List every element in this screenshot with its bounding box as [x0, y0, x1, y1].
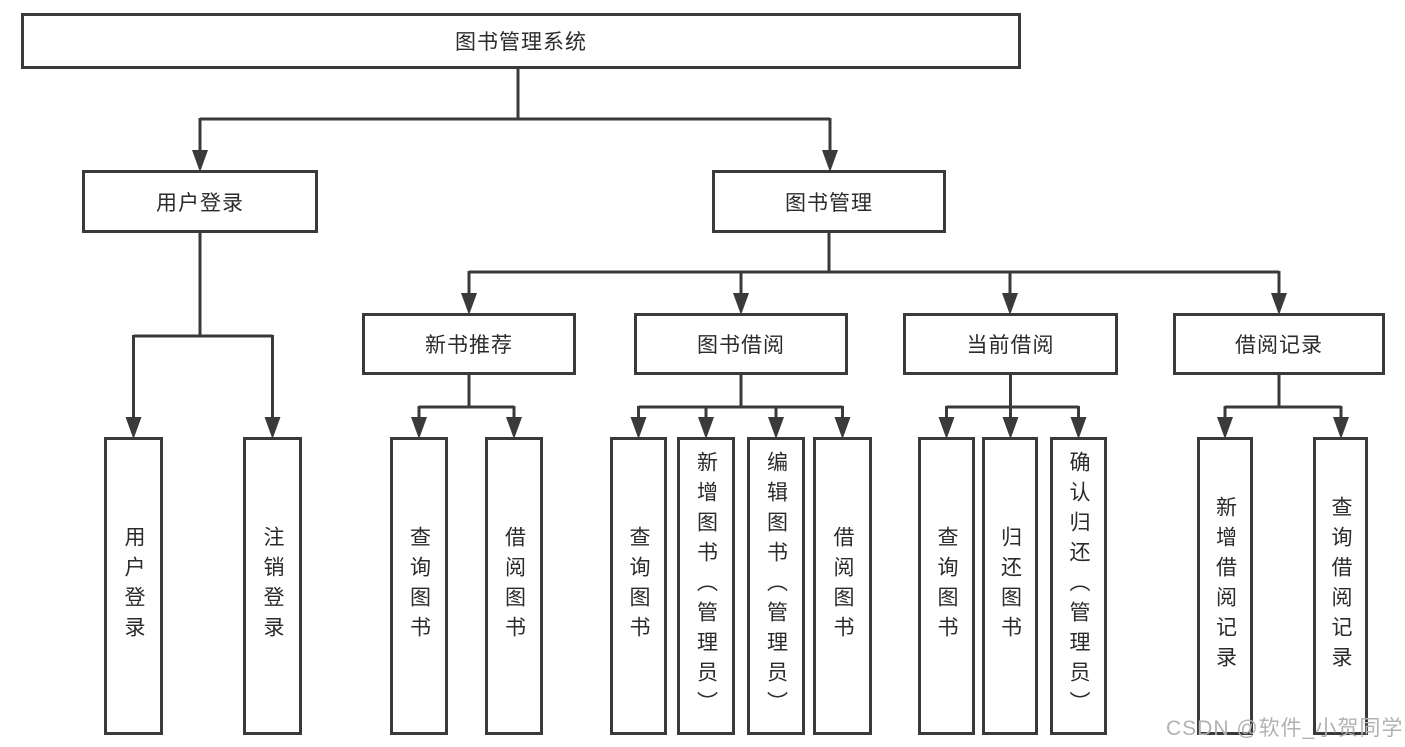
connector-new-book-recommendation-to-leaves	[411, 375, 522, 439]
csdn-watermark: CSDN @软件_小贺同学	[1166, 717, 1404, 740]
leaf-add-books-admin: 新增图书（管理员）	[677, 437, 735, 735]
connector-current-borrowing-to-leaves	[938, 375, 1087, 439]
connector-book-borrowing-to-leaves	[630, 375, 851, 439]
leaf-confirm-return-admin: 确认归还（管理员）	[1050, 437, 1107, 735]
leaf-return-books: 归还图书	[982, 437, 1038, 735]
leaf-borrow-books: 借阅图书	[813, 437, 872, 735]
node-borrowing-records: 借阅记录	[1173, 313, 1385, 375]
node-book-borrowing: 图书借阅	[634, 313, 848, 375]
leaf-query-books-current: 查询图书	[918, 437, 975, 735]
leaf-add-borrow-record: 新增借阅记录	[1197, 437, 1253, 735]
node-new-book-recommendation: 新书推荐	[362, 313, 576, 375]
connector-borrowing-records-to-leaves	[1217, 375, 1349, 439]
leaf-query-borrow-record: 查询借阅记录	[1313, 437, 1368, 735]
leaf-query-books-recommend: 查询图书	[390, 437, 448, 735]
leaf-logout-login: 注销登录	[243, 437, 302, 735]
connector-book-management-to-level3	[461, 233, 1287, 315]
node-book-management: 图书管理	[712, 170, 946, 233]
leaf-borrow-books-recommend: 借阅图书	[485, 437, 543, 735]
leaf-query-books-borrowing: 查询图书	[610, 437, 667, 735]
node-library-management-system: 图书管理系统	[21, 13, 1021, 69]
node-user-login: 用户登录	[82, 170, 318, 233]
node-current-borrowing: 当前借阅	[903, 313, 1118, 375]
leaf-edit-books-admin: 编辑图书（管理员）	[747, 437, 805, 735]
leaf-user-login: 用户登录	[104, 437, 163, 735]
connector-root-to-level2	[192, 69, 838, 172]
connector-user-login-to-leaves	[125, 233, 281, 439]
